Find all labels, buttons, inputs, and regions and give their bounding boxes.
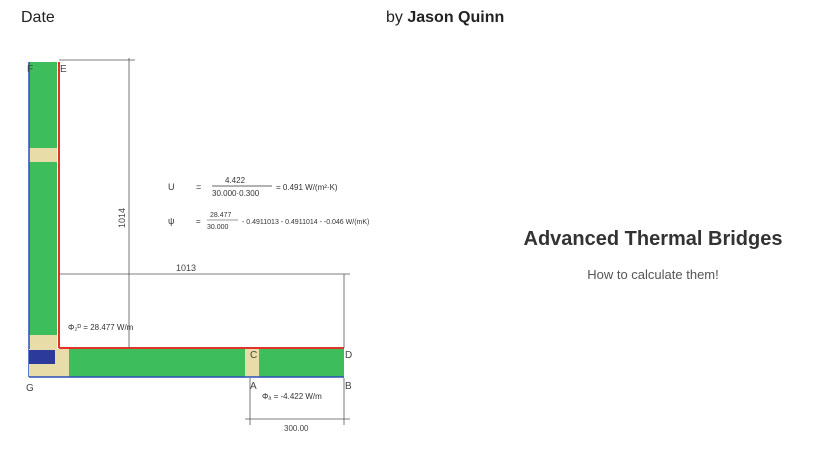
phi-floor: Φₐ = -4.422 W/m bbox=[262, 392, 322, 401]
eq2-den: 30.000 bbox=[207, 224, 229, 231]
eq2-equals: = bbox=[196, 217, 201, 226]
wall-frame-low bbox=[29, 335, 57, 349]
card-title: Advanced Thermal Bridges bbox=[523, 228, 783, 250]
wall-frame-top bbox=[29, 148, 57, 162]
label-C: C bbox=[250, 350, 257, 361]
label-A: A bbox=[250, 381, 257, 392]
eq1-den: 30.000·0.300 bbox=[212, 189, 260, 198]
corner-dark-block bbox=[29, 350, 55, 364]
by-prefix: by bbox=[386, 9, 403, 26]
floor-frame bbox=[245, 349, 259, 377]
label-G: G bbox=[26, 383, 34, 394]
thermal-bridge-diagram: F E G A B C D 1014 1013 300.00 Φ₂ᴰ = 28.… bbox=[26, 58, 369, 433]
date-label: Date bbox=[21, 9, 55, 26]
eq1-lhs: U bbox=[168, 182, 175, 192]
phi-wall: Φ₂ᴰ = 28.477 W/m bbox=[68, 323, 134, 332]
dim-vertical: 1014 bbox=[117, 208, 127, 228]
wall-insulation bbox=[29, 62, 57, 352]
eq2-num: 28.477 bbox=[210, 212, 232, 219]
eq1-num: 4.422 bbox=[225, 176, 246, 185]
eq1-rhs: = 0.491 W/(m²·K) bbox=[276, 183, 338, 192]
dim-bottom: 300.00 bbox=[284, 424, 309, 433]
card-subtitle: How to calculate them! bbox=[587, 267, 719, 282]
author-name: Jason Quinn bbox=[407, 9, 505, 26]
author-byline: by Jason Quinn bbox=[386, 9, 504, 27]
eq2-lhs: ψ bbox=[168, 216, 174, 226]
eq1-equals: = bbox=[196, 182, 201, 192]
dim-horizontal: 1013 bbox=[176, 263, 196, 273]
label-E: E bbox=[60, 64, 67, 75]
label-D: D bbox=[345, 350, 352, 361]
label-B: B bbox=[345, 381, 352, 392]
eq2-rhs: - 0.4911013 - 0.4911014 - -0.046 W/(mK) bbox=[242, 219, 369, 226]
label-F: F bbox=[27, 64, 33, 75]
floor-insulation bbox=[69, 349, 344, 377]
